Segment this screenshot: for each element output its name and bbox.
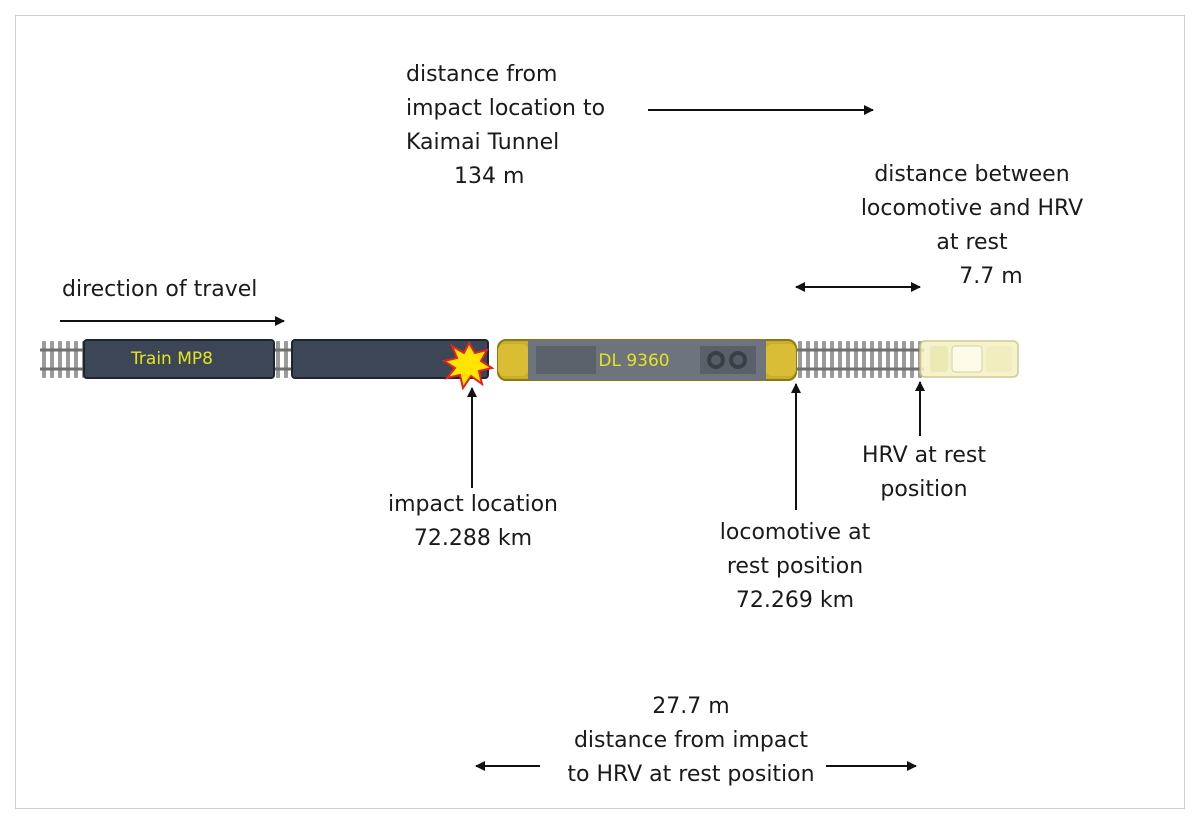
train-label: Train MP8	[130, 349, 213, 369]
hrv-rest-label: HRV at rest position	[862, 443, 986, 502]
track-sleeper	[910, 341, 914, 378]
tunnel-distance-label: distance from impact location to Kaimai …	[406, 58, 605, 194]
track-sleeper	[284, 341, 288, 378]
train-car-2	[291, 339, 489, 379]
impact-location-label: impact location 72.288 km	[360, 488, 586, 556]
track-sleeper	[806, 341, 810, 378]
impact-hrv-distance-value: 27.7 m	[652, 694, 730, 719]
loco-hrv-distance-label: distance between locomotive and HRV at r…	[832, 158, 1112, 294]
tunnel-distance-value: 134 m	[454, 164, 525, 189]
track-segment-right	[796, 341, 924, 378]
track-sleeper	[42, 341, 46, 378]
track-sleeper	[276, 341, 280, 378]
track-segment-left	[40, 341, 88, 378]
diagram-frame	[15, 15, 1185, 809]
track-sleeper	[66, 341, 70, 378]
impact-burst	[441, 340, 495, 391]
locomotive-label: DL 9360	[598, 351, 669, 371]
track-sleeper	[50, 341, 54, 378]
track-sleeper	[862, 341, 866, 378]
loco-rest-value: 72.269 km	[735, 588, 855, 613]
loco-rest-label: locomotive at rest position 72.269 km	[690, 516, 900, 618]
track-sleeper	[886, 341, 890, 378]
hrv-vehicle	[919, 340, 1019, 378]
track-sleeper	[58, 341, 62, 378]
track-segment-coupler	[274, 341, 294, 378]
track-sleeper	[830, 341, 834, 378]
track-sleeper	[894, 341, 898, 378]
locomotive: DL 9360	[497, 339, 797, 381]
track-sleeper	[74, 341, 78, 378]
track-sleeper	[854, 341, 858, 378]
track-sleeper	[878, 341, 882, 378]
track-sleeper	[798, 341, 802, 378]
train-car-1: Train MP8	[83, 339, 275, 379]
loco-hrv-distance-value: 7.7 m	[959, 264, 1023, 289]
track-sleeper	[902, 341, 906, 378]
impact-hrv-distance-label: 27.7 m distance from impact to HRV at re…	[536, 690, 846, 792]
track-sleeper	[822, 341, 826, 378]
track-sleeper	[846, 341, 850, 378]
track-sleeper	[838, 341, 842, 378]
track-sleeper	[870, 341, 874, 378]
track-sleeper	[814, 341, 818, 378]
impact-location-value: 72.288 km	[413, 526, 533, 551]
direction-of-travel-label: direction of travel	[62, 277, 258, 302]
